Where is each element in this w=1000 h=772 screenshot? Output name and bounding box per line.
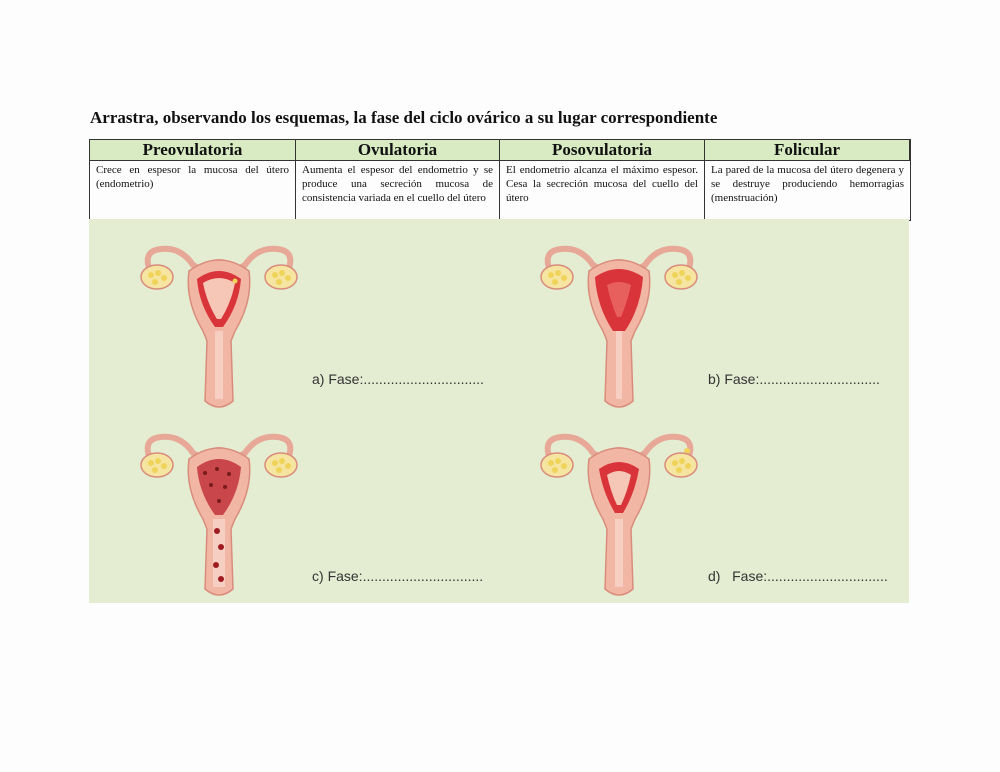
slot-label: Fase: (327, 568, 363, 584)
slot-dots: ............................... (767, 568, 888, 584)
phase-label-preovulatoria[interactable]: Preovulatoria (90, 140, 296, 161)
phase-description-ovulatoria: Aumenta el espesor del endometrio y se p… (296, 161, 500, 220)
ovary-left (540, 264, 574, 290)
ovary-left (140, 452, 174, 478)
ovary-left (140, 264, 174, 290)
slot-label: Fase: (328, 371, 364, 387)
uterus-shape (544, 245, 694, 408)
answer-slot-c[interactable]: c) Fase:............................... (312, 568, 483, 584)
uterus-shape (144, 245, 294, 408)
ovary-right (264, 452, 298, 478)
phase-description-posovulatoria: El endometrio alcanza el máximo espesor.… (500, 161, 705, 220)
instruction-title: Arrastra, observando los esquemas, la fa… (90, 108, 718, 127)
uterus-diagram-b (540, 245, 698, 408)
answer-slot-b[interactable]: b) Fase:............................... (708, 371, 880, 387)
diagram-panel: a) Fase:............................... … (89, 219, 909, 603)
phase-description-folicular: La pared de la mucosa del útero degenera… (711, 164, 904, 204)
slot-letter: d) (708, 568, 721, 584)
ovary-left (540, 452, 574, 478)
ovary-right (664, 264, 698, 290)
phase-label-posovulatoria[interactable]: Posovulatoria (500, 140, 705, 161)
phase-table: Preovulatoria Ovulatoria Posovulatoria F… (89, 139, 911, 221)
uterus-diagram-c (140, 433, 298, 596)
slot-letter: a) (312, 371, 325, 387)
ovary-right (664, 452, 698, 478)
slot-label: Fase: (724, 371, 760, 387)
answer-slot-a[interactable]: a) Fase:............................... (312, 371, 484, 387)
slot-letter: c) (312, 568, 324, 584)
slot-letter: b) (708, 371, 721, 387)
slot-dots: ............................... (759, 371, 880, 387)
ovary-right (264, 264, 298, 290)
slot-label: Fase: (732, 568, 768, 584)
phase-description-preovulatoria: Crece en espesor la mucosa del útero (en… (90, 161, 296, 220)
uterus-diagram-d (540, 433, 698, 596)
answer-slot-d[interactable]: d) Fase:............................... (708, 568, 888, 584)
uterus-shape (544, 433, 694, 596)
uterus-diagram-a (140, 245, 298, 408)
slot-dots: ............................... (363, 371, 484, 387)
slot-dots: ............................... (362, 568, 484, 584)
phase-label-ovulatoria[interactable]: Ovulatoria (296, 140, 500, 161)
uterus-shape (144, 433, 294, 596)
phase-label-folicular[interactable]: Folicular (705, 140, 910, 161)
